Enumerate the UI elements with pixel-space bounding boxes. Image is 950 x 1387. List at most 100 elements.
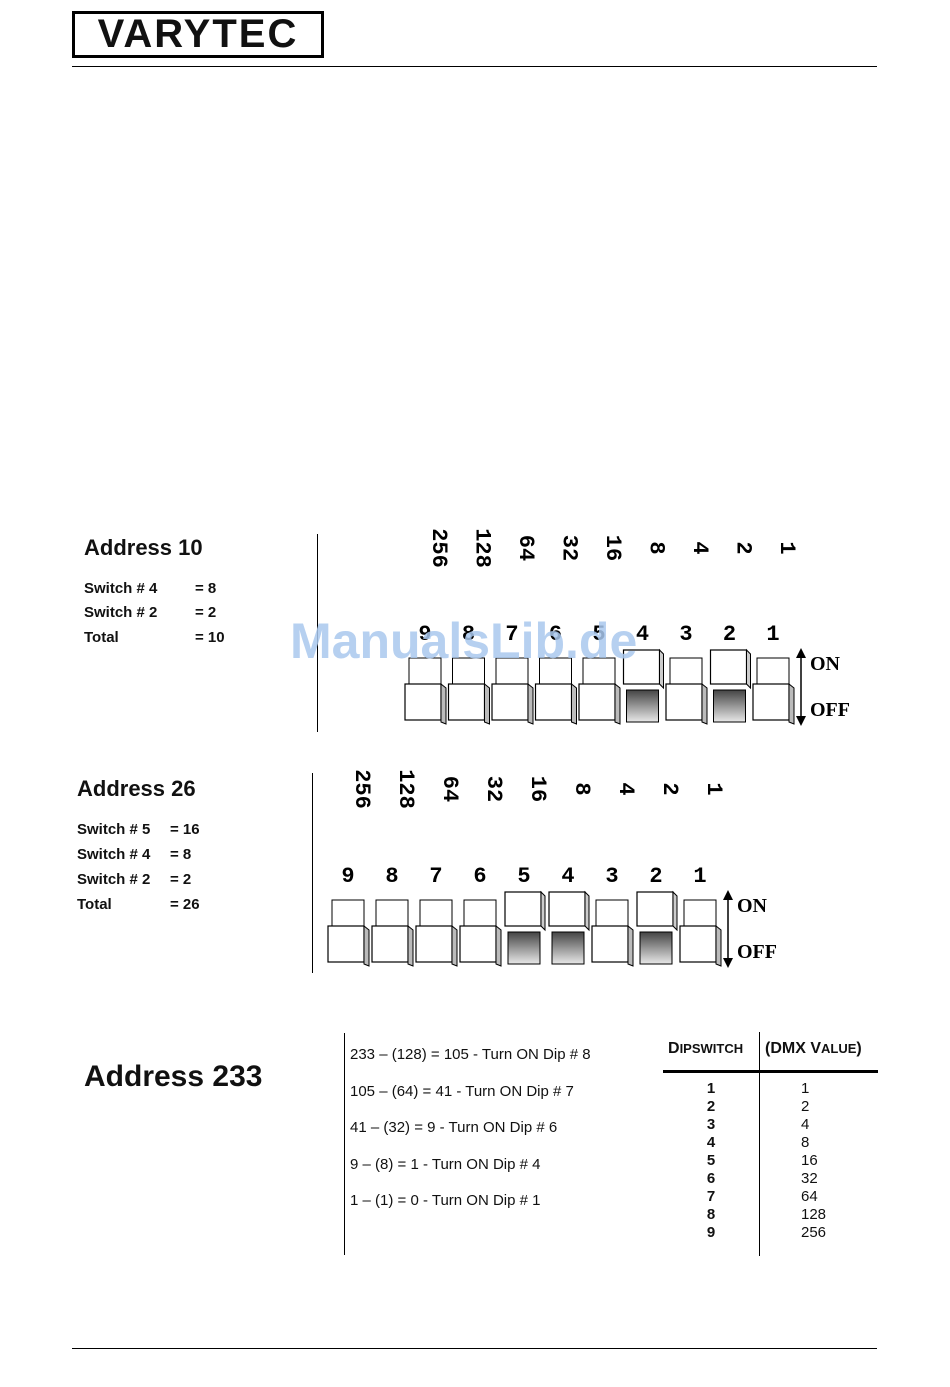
breakdown-label: Switch # 5: [77, 821, 151, 838]
breakdown-value: = 8: [195, 580, 217, 597]
header-text: D: [668, 1040, 680, 1057]
header-text: ): [856, 1040, 862, 1057]
switch-value-label: 64: [437, 776, 462, 802]
breakdown-label: Total: [84, 629, 119, 646]
dmx-value: 32: [801, 1170, 818, 1187]
address-26-breakdown: Switch # 5 = 16 Switch # 4 = 8 Switch # …: [77, 821, 297, 916]
dip-knob-off: [591, 925, 629, 963]
brand-logo: VARYTEC: [72, 11, 324, 58]
calculation-step: 41 – (32) = 9 - Turn ON Dip # 6: [350, 1119, 558, 1136]
dmx-value: 64: [801, 1188, 818, 1205]
dip-number: 5: [706, 1152, 716, 1169]
dip-knob-side: [659, 648, 664, 690]
dip-knob-on: [622, 649, 661, 685]
footer-rule: [72, 1348, 877, 1349]
dip-knob-side: [715, 924, 722, 967]
dmx-value: 8: [801, 1134, 810, 1151]
switch-value-label: 1: [774, 541, 799, 554]
dip-number: 1: [706, 1080, 716, 1097]
switch-value-label: 8: [569, 782, 594, 795]
switch-number-label: 5: [517, 864, 530, 889]
switch-number-label: 4: [561, 864, 574, 889]
off-label: OFF: [737, 941, 777, 963]
arrow-down-icon: [796, 716, 806, 726]
breakdown-label: Switch # 4: [77, 846, 151, 863]
breakdown-value: = 16: [170, 821, 200, 838]
dip-knob-on: [548, 891, 586, 927]
dip-knob-side: [746, 648, 751, 690]
address-10-title: Address 10: [84, 535, 203, 560]
switch-number-label: 1: [693, 864, 706, 889]
switch-number-label: 2: [723, 622, 736, 647]
dip-knob-off: [371, 925, 409, 963]
dip-number: 6: [706, 1170, 716, 1187]
dip-knob-side: [363, 924, 370, 967]
dip-knob-off: [404, 683, 442, 721]
arrow-down-icon: [723, 958, 733, 968]
table-header-dmx-value: (DMX VALUE): [765, 1040, 862, 1058]
dip-number: 4: [706, 1134, 716, 1151]
calculation-step: 1 – (1) = 0 - Turn ON Dip # 1: [350, 1192, 541, 1209]
switch-value-label: 2: [731, 541, 756, 554]
dip-slot: [639, 931, 673, 965]
dip-knob-side: [540, 890, 546, 932]
table-header-rule: [663, 1070, 878, 1073]
dip-knob-on: [636, 891, 674, 927]
switch-value-label: 4: [613, 782, 638, 795]
switch-value-label: 16: [525, 776, 550, 802]
breakdown-value: = 26: [170, 896, 200, 913]
switch-number-label: 4: [636, 622, 649, 647]
breakdown-value: = 8: [170, 846, 192, 863]
switch-number-label: 5: [592, 622, 605, 647]
dip-slot: [713, 689, 746, 723]
address-233-title: Address 233: [84, 1060, 263, 1093]
dip-knob-side: [584, 890, 590, 932]
dip-slot: [551, 931, 585, 965]
dip-knob-side: [495, 924, 502, 967]
on-label: ON: [810, 653, 841, 675]
dip-knob-on: [709, 649, 748, 685]
dmx-value: 4: [801, 1116, 810, 1133]
switch-number-label: 7: [505, 622, 518, 647]
switch-number-label: 8: [462, 622, 475, 647]
dip-number: 9: [706, 1224, 716, 1241]
breakdown-label: Total: [77, 896, 112, 913]
switch-value-label: 256: [349, 769, 374, 809]
dip-knob-off: [327, 925, 365, 963]
address-233-steps: 233 – (128) = 105 - Turn ON Dip # 8 105 …: [350, 1046, 591, 1229]
switch-value-label: 1: [701, 782, 726, 795]
header-text: (DMX V: [765, 1040, 821, 1057]
dip-knob-side: [484, 682, 490, 725]
dip-knob-side: [571, 682, 577, 725]
dip-slot: [507, 931, 541, 965]
address-10-breakdown: Switch # 4 = 8 Switch # 2 = 2 Total = 10: [84, 580, 304, 650]
switch-value-label: 2: [657, 782, 682, 795]
calculation-step: 105 – (64) = 41 - Turn ON Dip # 7: [350, 1082, 574, 1100]
switch-number-label: 6: [473, 864, 486, 889]
dip-knob-side: [440, 682, 447, 725]
switch-number-label: 7: [429, 864, 442, 889]
dip-knob-off: [578, 683, 616, 721]
dip-knob-side: [788, 682, 795, 725]
switch-value-label: 16: [600, 535, 625, 561]
table-column-divider: [759, 1032, 760, 1256]
dip-knob-side: [614, 682, 621, 725]
address-10-divider: [317, 534, 318, 732]
table-row: 5 16: [663, 1152, 878, 1170]
breakdown-label: Switch # 4: [84, 580, 158, 597]
breakdown-label: Switch # 2: [77, 871, 151, 888]
dip-knob-side: [672, 890, 678, 932]
dmx-value: 16: [801, 1152, 818, 1169]
dip-number: 7: [706, 1188, 716, 1205]
switch-value-label: 64: [513, 535, 538, 561]
switch-value-label: 4: [687, 541, 712, 554]
switch-value-label: 8: [644, 541, 669, 554]
switch-value-label: 32: [557, 535, 582, 561]
